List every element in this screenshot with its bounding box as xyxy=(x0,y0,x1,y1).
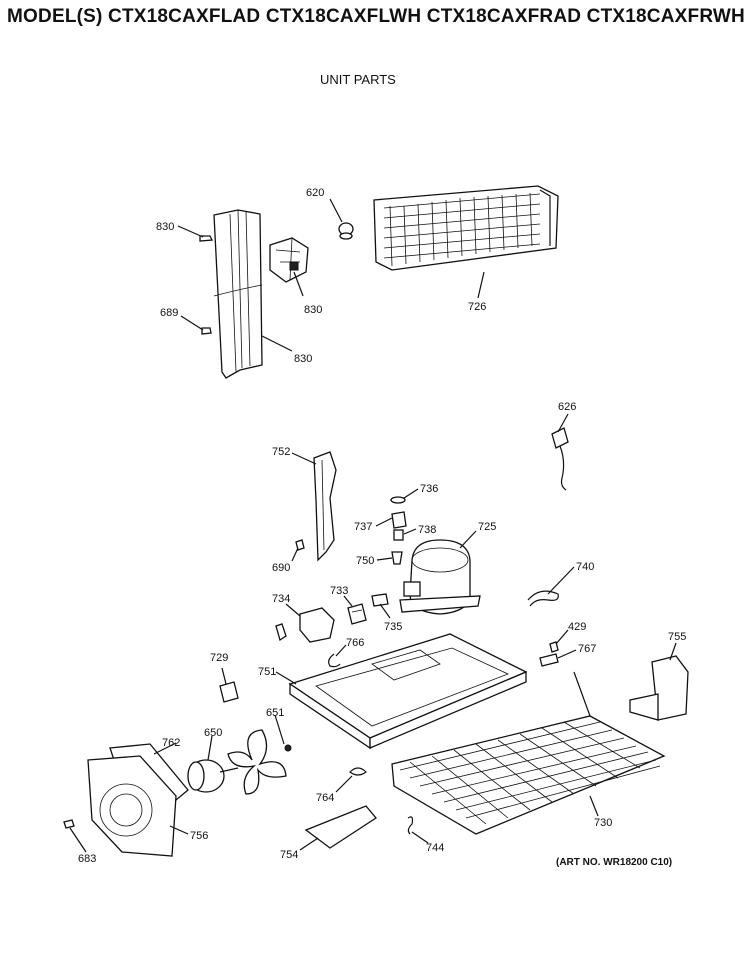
callout-764: 764 xyxy=(316,792,334,804)
callout-734: 734 xyxy=(272,593,290,605)
callout-733: 733 xyxy=(330,585,348,597)
part-bracket-830 xyxy=(269,237,309,283)
part-screw-683 xyxy=(63,819,75,829)
part-compressor-725 xyxy=(399,539,481,615)
callout-683: 683 xyxy=(78,853,96,865)
part-clip-744 xyxy=(407,816,414,835)
part-bolt-750 xyxy=(391,551,403,565)
part-cord-626 xyxy=(551,427,569,491)
part-clip-766 xyxy=(328,653,341,668)
part-fan-motor-650 xyxy=(187,759,239,793)
part-bracket-755 xyxy=(629,655,689,721)
callout-767: 767 xyxy=(578,643,596,655)
part-clip-736 xyxy=(390,496,406,504)
part-cover-735 xyxy=(371,593,389,607)
callout-690: 690 xyxy=(272,562,290,574)
callout-744: 744 xyxy=(426,842,444,854)
callout-737: 737 xyxy=(354,521,372,533)
callout-830-bracket: 830 xyxy=(304,304,322,316)
part-grommet-737 xyxy=(391,511,407,529)
part-clip-740 xyxy=(527,590,559,607)
part-strip-752 xyxy=(313,451,337,562)
part-clip-767 xyxy=(539,653,559,667)
callout-689: 689 xyxy=(160,307,178,319)
part-fan-blade-651 xyxy=(227,729,292,795)
callout-626: 626 xyxy=(558,401,576,413)
callout-755: 755 xyxy=(668,631,686,643)
callout-830-screw: 830 xyxy=(156,221,174,233)
callout-729: 729 xyxy=(210,652,228,664)
callout-736: 736 xyxy=(420,483,438,495)
part-pan-754 xyxy=(304,805,377,849)
callout-650: 650 xyxy=(204,727,222,739)
part-coil-730 xyxy=(391,671,666,835)
part-capacitor-729 xyxy=(219,681,239,703)
callout-620: 620 xyxy=(306,187,324,199)
callout-738: 738 xyxy=(418,524,436,536)
callout-751: 751 xyxy=(258,666,276,678)
part-overload-734 xyxy=(275,607,335,643)
art-number: (ART NO. WR18200 C10) xyxy=(556,857,673,868)
callout-766: 766 xyxy=(346,637,364,649)
callout-726: 726 xyxy=(468,301,486,313)
part-fan-bracket-756 xyxy=(87,755,177,857)
callout-762: 762 xyxy=(162,737,180,749)
callout-752: 752 xyxy=(272,446,290,458)
callout-830-channel: 830 xyxy=(294,353,312,365)
part-condenser-726 xyxy=(373,185,559,271)
page-title: MODEL(S) CTX18CAXFLAD CTX18CAXFLWH CTX18… xyxy=(7,6,745,27)
part-clip-764 xyxy=(349,767,367,776)
callout-754: 754 xyxy=(280,849,298,861)
callout-756: 756 xyxy=(190,830,208,842)
part-screw-689 xyxy=(201,327,212,335)
part-screw-830 xyxy=(199,235,214,242)
callout-735: 735 xyxy=(384,621,402,633)
leader-lines xyxy=(69,198,677,853)
callout-725: 725 xyxy=(478,521,496,533)
part-grommet-620 xyxy=(338,222,354,240)
part-spacer-738 xyxy=(393,529,404,541)
callout-651: 651 xyxy=(266,707,284,719)
callout-429: 429 xyxy=(568,621,586,633)
part-screw-690 xyxy=(295,539,305,551)
part-relay-733 xyxy=(347,603,367,625)
section-subtitle: UNIT PARTS xyxy=(320,72,396,87)
part-screw-429 xyxy=(549,641,559,653)
callout-730: 730 xyxy=(594,817,612,829)
part-base-751 xyxy=(288,633,528,750)
callout-740: 740 xyxy=(576,561,594,573)
part-channel-830 xyxy=(213,209,263,379)
callout-750: 750 xyxy=(356,555,374,567)
